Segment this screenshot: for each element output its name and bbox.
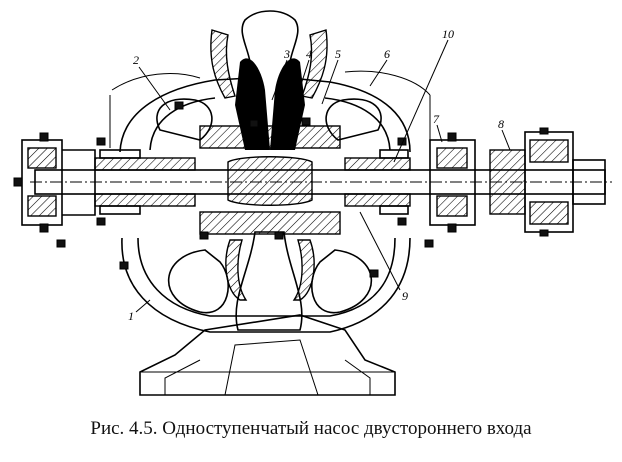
part-label-4: 4	[306, 47, 312, 61]
part-labels: 1 2 3 4 5 6 7 8 9 10	[128, 27, 504, 323]
coupling	[489, 127, 606, 237]
part-label-3: 3	[283, 47, 290, 61]
lower-casing	[121, 231, 411, 333]
part-label-7: 7	[433, 112, 440, 126]
pump-cross-section-drawing: 1 2 3 4 5 6 7 8 9 10	[13, 10, 612, 396]
part-label-9: 9	[402, 289, 408, 303]
leader-lines	[135, 39, 511, 313]
pump-base	[139, 314, 396, 396]
part-label-8: 8	[498, 117, 504, 131]
part-label-6: 6	[384, 47, 390, 61]
flange-bolts	[56, 101, 434, 278]
part-label-2: 2	[133, 53, 139, 67]
right-bearing	[429, 132, 476, 233]
part-label-10: 10	[442, 27, 454, 41]
part-label-1: 1	[128, 309, 134, 323]
left-bearing	[13, 132, 96, 233]
part-label-5: 5	[335, 47, 341, 61]
impeller	[199, 125, 341, 235]
figure-caption: Рис. 4.5. Одноступенчатый насос двусторо…	[90, 418, 532, 439]
